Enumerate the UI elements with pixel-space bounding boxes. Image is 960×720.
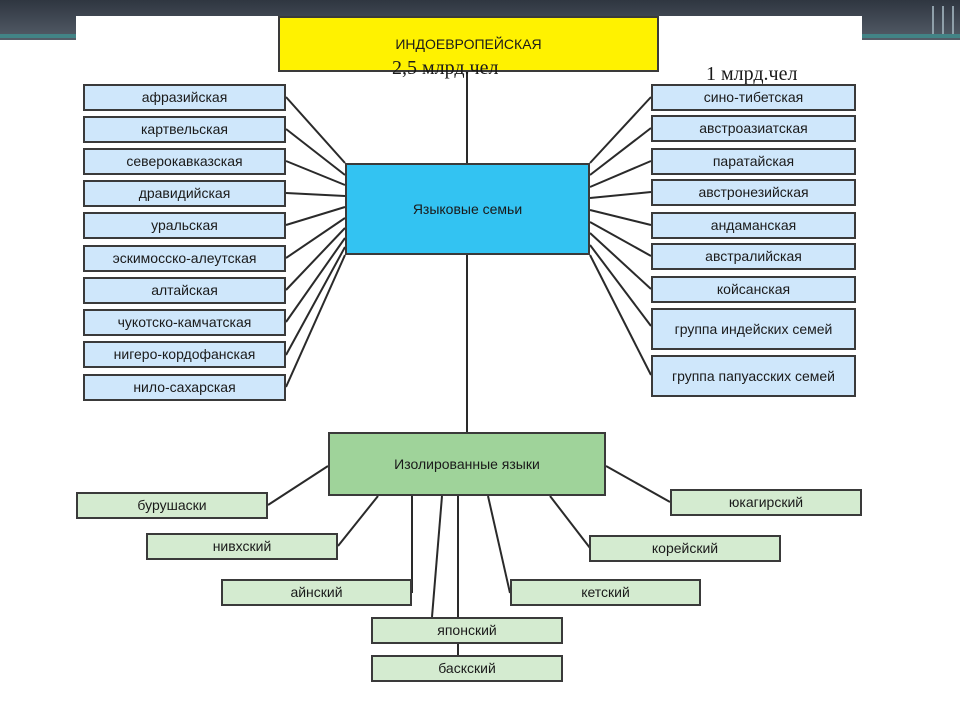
isolate-label: баскский xyxy=(438,660,496,676)
language-families-label: Языковые семьи xyxy=(412,200,523,217)
isolate-box: айнский xyxy=(221,579,412,606)
decor-line xyxy=(942,6,944,34)
family-label: афразийская xyxy=(141,89,228,105)
family-label: австроазиатская xyxy=(699,120,808,136)
family-label: чукотско-камчатская xyxy=(117,314,252,330)
family-box: нило-сахарская xyxy=(83,374,286,401)
isolate-label: айнский xyxy=(290,584,343,600)
isolate-label: бурушаски xyxy=(137,497,207,513)
family-label: койсанская xyxy=(716,281,791,297)
family-box: койсанская xyxy=(651,276,856,303)
isolated-languages-label: Изолированные языки xyxy=(394,455,540,472)
family-box: чукотско-камчатская xyxy=(83,309,286,336)
isolate-box: юкагирский xyxy=(670,489,862,516)
isolate-label: нивхский xyxy=(212,538,272,554)
isolate-box: баскский xyxy=(371,655,563,682)
family-box: нигеро-кордофанская xyxy=(83,341,286,368)
family-box: группа папуасских семей xyxy=(651,355,856,397)
isolate-box: японский xyxy=(371,617,563,644)
isolate-label: японский xyxy=(437,622,497,638)
indo-european-label: ИНДОЕВРОПЕЙСКАЯ xyxy=(395,35,542,52)
family-label: нигеро-кордофанская xyxy=(113,346,256,362)
isolate-box: корейский xyxy=(589,535,781,562)
indo-european-box: ИНДОЕВРОПЕЙСКАЯ xyxy=(278,16,659,72)
family-box: эскимосско-алеутская xyxy=(83,245,286,272)
family-box: австронезийская xyxy=(651,179,856,206)
family-label: картвельская xyxy=(141,121,228,137)
decor-line xyxy=(952,6,954,34)
language-families-box: Языковые семьи xyxy=(345,163,590,255)
family-box: австроазиатская xyxy=(651,115,856,142)
family-box: австралийская xyxy=(651,243,856,270)
family-box: алтайская xyxy=(83,277,286,304)
isolated-languages-box: Изолированные языки xyxy=(328,432,606,496)
family-label: андаманская xyxy=(710,217,797,233)
family-box: паратайская xyxy=(651,148,856,175)
family-label: нило-сахарская xyxy=(133,379,236,395)
family-box: картвельская xyxy=(83,116,286,143)
family-label: эскимосско-алеутская xyxy=(112,250,257,266)
isolate-label: кетский xyxy=(581,584,630,600)
family-label: группа папуасских семей xyxy=(671,367,835,384)
family-label: уральская xyxy=(151,217,218,233)
family-box: андаманская xyxy=(651,212,856,239)
family-box: группа индейских семей xyxy=(651,308,856,350)
family-label: паратайская xyxy=(712,153,795,169)
isolate-box: бурушаски xyxy=(76,492,268,519)
family-label: алтайская xyxy=(151,282,218,298)
family-box: афразийская xyxy=(83,84,286,111)
family-box: дравидийская xyxy=(83,180,286,207)
family-box: сино-тибетская xyxy=(651,84,856,111)
decor-line xyxy=(932,6,934,34)
family-box: уральская xyxy=(83,212,286,239)
indo-european-population: 2,5 млрд.чел xyxy=(392,57,499,79)
isolate-label: корейский xyxy=(651,540,719,556)
family-label: сино-тибетская xyxy=(703,89,804,105)
family-label: группа индейских семей xyxy=(674,320,833,337)
sino-tibetan-population: 1 млрд.чел xyxy=(706,63,798,85)
isolate-box: нивхский xyxy=(146,533,338,560)
family-box: северокавказская xyxy=(83,148,286,175)
isolate-box: кетский xyxy=(510,579,701,606)
isolate-label: юкагирский xyxy=(728,494,804,510)
family-label: австралийская xyxy=(705,248,802,264)
family-label: северокавказская xyxy=(126,153,243,169)
family-label: дравидийская xyxy=(138,185,231,201)
family-label: австронезийская xyxy=(698,184,809,200)
